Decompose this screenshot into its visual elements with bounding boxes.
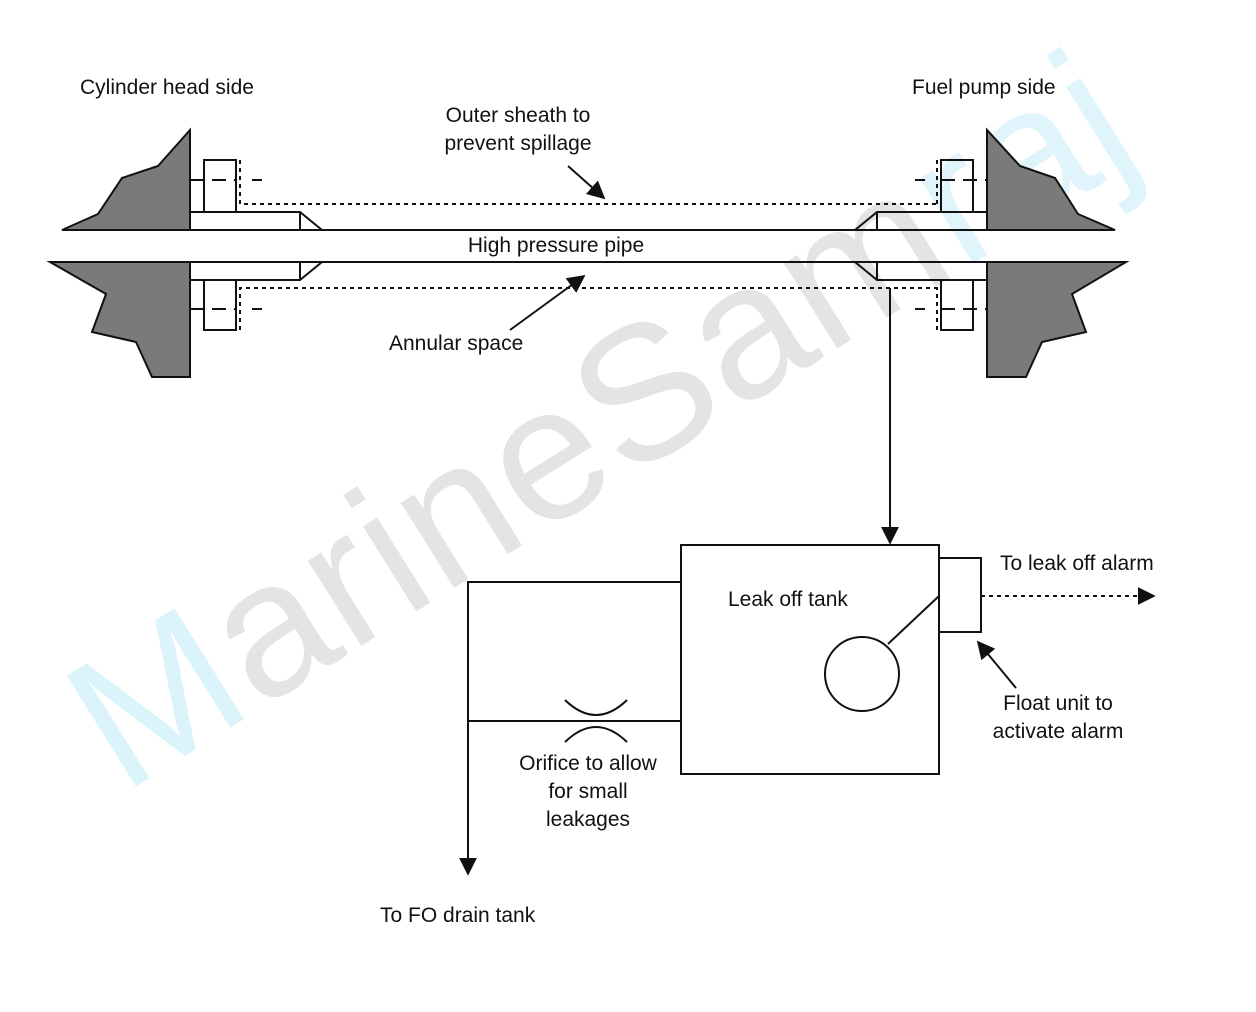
annular-space-arrow bbox=[509, 274, 586, 331]
to-leak-off-alarm-label: To leak off alarm bbox=[1000, 552, 1154, 575]
cylinder-head-block-upper bbox=[61, 127, 191, 231]
high-pressure-pipe-label: High pressure pipe bbox=[430, 232, 682, 260]
float-ball bbox=[824, 636, 900, 712]
orifice-lower-arc bbox=[564, 726, 628, 743]
right-flange bbox=[854, 159, 988, 331]
float-arm bbox=[887, 595, 940, 645]
outer-sheath-label-line1: Outer sheath to bbox=[445, 104, 591, 127]
float-unit-label: Float unit to activate alarm bbox=[968, 690, 1148, 746]
outer-sheath-arrow bbox=[567, 165, 606, 200]
overflow-pipe bbox=[459, 581, 681, 876]
orifice-label-line1: Orifice to allow bbox=[519, 752, 657, 775]
float-unit-box bbox=[938, 557, 982, 633]
orifice-label: Orifice to allow for small leakages bbox=[496, 750, 680, 834]
leak-off-tank bbox=[680, 544, 940, 775]
float-unit-arrow bbox=[976, 640, 1017, 689]
annular-space-label: Annular space bbox=[389, 332, 524, 355]
orifice-label-line3: leakages bbox=[545, 808, 631, 831]
orifice-label-line2: for small bbox=[548, 780, 628, 803]
fuel-pump-side-label: Fuel pump side bbox=[912, 76, 1056, 99]
cylinder-head-side-label: Cylinder head side bbox=[80, 76, 254, 99]
cylinder-head-block-lower bbox=[46, 261, 191, 378]
to-fo-drain-tank-label: To FO drain tank bbox=[380, 904, 536, 927]
orifice-upper-arc bbox=[564, 699, 628, 716]
fuel-pump-block-upper bbox=[986, 127, 1116, 231]
high-pressure-pipe bbox=[190, 229, 987, 263]
float-unit-label-line2: activate alarm bbox=[992, 720, 1124, 743]
leak-off-tank-label: Leak off tank bbox=[728, 588, 848, 611]
outer-sheath-label: Outer sheath to prevent spillage bbox=[412, 102, 624, 158]
float-unit-label-line1: Float unit to bbox=[1003, 692, 1113, 715]
fuel-pump-block-lower bbox=[986, 261, 1130, 378]
outer-sheath-label-line2: prevent spillage bbox=[444, 132, 592, 155]
left-flange bbox=[189, 159, 940, 331]
